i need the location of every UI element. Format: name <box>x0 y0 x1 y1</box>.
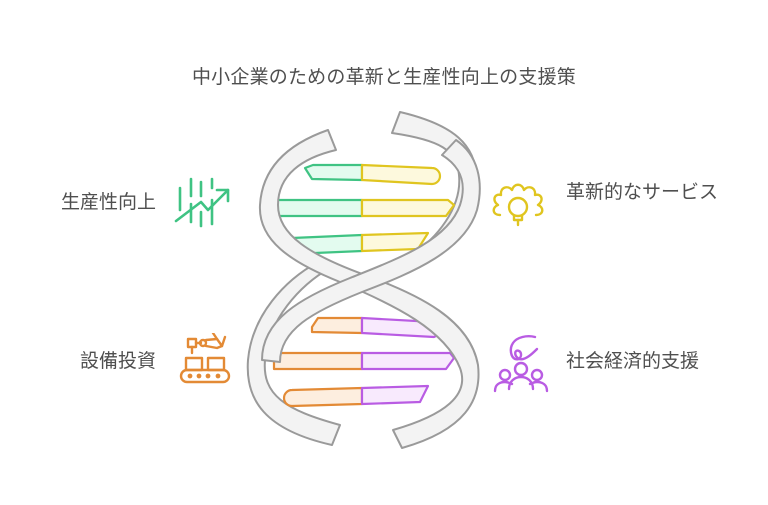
diagram-title: 中小企業のための革新と生産性向上の支援策 <box>191 66 576 88</box>
top-rungs <box>270 163 456 256</box>
helix-strand-front <box>258 129 481 449</box>
bottom-rungs <box>272 316 456 408</box>
hand-over-people-icon <box>493 335 549 393</box>
label-socioeconomic-support: 社会経済的支援 <box>566 350 700 372</box>
label-innovative-services: 革新的なサービス <box>566 181 719 203</box>
rising-chart-icon <box>174 177 230 228</box>
lightbulb-gear-icon <box>492 183 544 227</box>
label-equipment-investment: 設備投資 <box>79 350 156 372</box>
conveyor-robot-arm-icon <box>179 333 231 384</box>
label-productivity: 生産性向上 <box>60 191 156 213</box>
